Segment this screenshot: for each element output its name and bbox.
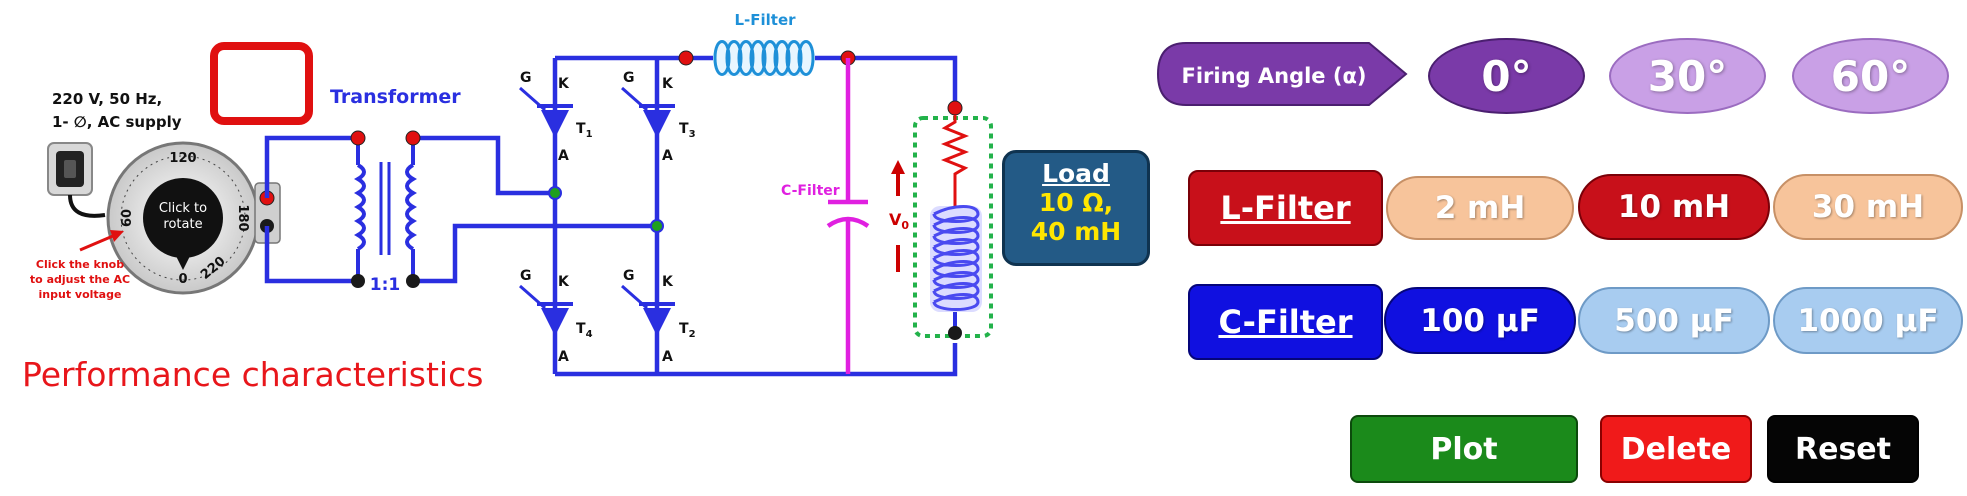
thyristor-t2: G K A T2 [621,268,696,365]
knob-label-2: rotate [163,217,202,232]
svg-text:G: G [623,70,635,86]
l-filter-title-button[interactable]: L-Filter [1188,170,1383,246]
socket-icon [47,142,93,196]
svg-text:T1: T1 [576,121,593,140]
thyristor-t3: G K A T3 [621,70,696,164]
c-filter-title-button[interactable]: C-Filter [1188,284,1383,360]
dial-mark-0: 0 [178,272,187,287]
load-resistance: 10 Ω, [1038,188,1114,217]
transformer-label: Transformer [330,86,461,108]
transformer-coil-secondary [405,138,417,281]
svg-text:A: A [662,148,673,164]
l-filter-2mh-button[interactable]: 2 mH [1386,176,1574,240]
load-inductor [930,205,982,333]
firing-angle-text: Firing Angle (α) [1181,64,1366,88]
dial-mark-180: 180 [235,204,250,231]
supply-text-1: 220 V, 50 Hz, [52,90,162,108]
thyristor-t1: G K A T1 [519,70,593,164]
hint-text-2: to adjust the AC [30,273,130,286]
hint-text-1: Click the knob [36,258,124,271]
load-title: Load [1042,159,1110,188]
c-filter-100uf-button[interactable]: 100 μF [1384,287,1576,354]
vo-label: V0 [889,210,909,232]
knob-label-1: Click to [159,201,207,216]
hint-text-3: input voltage [39,288,122,301]
svg-text:A: A [662,349,673,365]
variac-knob[interactable]: Click to rotate [106,141,260,295]
load-info-box: Load 10 Ω, 40 mH [1002,150,1150,266]
l-filter-label: L-Filter [734,11,796,29]
delete-button[interactable]: Delete [1600,415,1752,483]
c-filter-1000uf-button[interactable]: 1000 μF [1773,287,1963,354]
firing-angle-30-button[interactable]: 30° [1609,38,1766,114]
firing-angle-0-button[interactable]: 0° [1428,38,1585,114]
dial-mark-60: 60 [120,209,135,227]
svg-text:K: K [662,76,674,92]
svg-text:G: G [520,268,532,284]
svg-text:T4: T4 [576,321,593,340]
transformer-monitor-box[interactable] [210,42,313,125]
transformer-coil-primary [354,138,366,281]
svg-text:G: G [520,70,532,86]
svg-text:K: K [662,274,674,290]
c-filter-capacitor [826,58,870,374]
svg-text:G: G [623,268,635,284]
l-filter-inductor [688,40,848,76]
firing-angle-60-button[interactable]: 60° [1792,38,1949,114]
circuit-diagram: 220 V, 50 Hz, 1- ∅, AC supply Click to r… [30,11,993,377]
svg-text:T2: T2 [679,321,696,340]
dial-mark-120: 120 [169,151,196,166]
l-filter-30mh-button[interactable]: 30 mH [1773,174,1963,240]
load-dotted-box [913,116,993,338]
c-filter-label: C-Filter [781,183,840,199]
svg-text:K: K [558,274,570,290]
reset-button[interactable]: Reset [1767,415,1919,483]
firing-angle-label: Firing Angle (α) [1156,42,1408,106]
c-filter-500uf-button[interactable]: 500 μF [1578,287,1770,354]
ratio-label: 1:1 [370,275,400,295]
svg-text:T3: T3 [679,121,696,140]
svg-text:K: K [558,76,570,92]
svg-text:A: A [558,148,569,164]
l-filter-10mh-button[interactable]: 10 mH [1578,174,1770,240]
plot-button[interactable]: Plot [1350,415,1578,483]
supply-text-2: 1- ∅, AC supply [52,113,182,131]
svg-text:A: A [558,349,569,365]
load-resistor [940,115,970,206]
load-inductance: 40 mH [1030,217,1122,246]
performance-characteristics-label[interactable]: Performance characteristics [22,355,484,394]
thyristor-t4: G K A T4 [519,268,593,365]
